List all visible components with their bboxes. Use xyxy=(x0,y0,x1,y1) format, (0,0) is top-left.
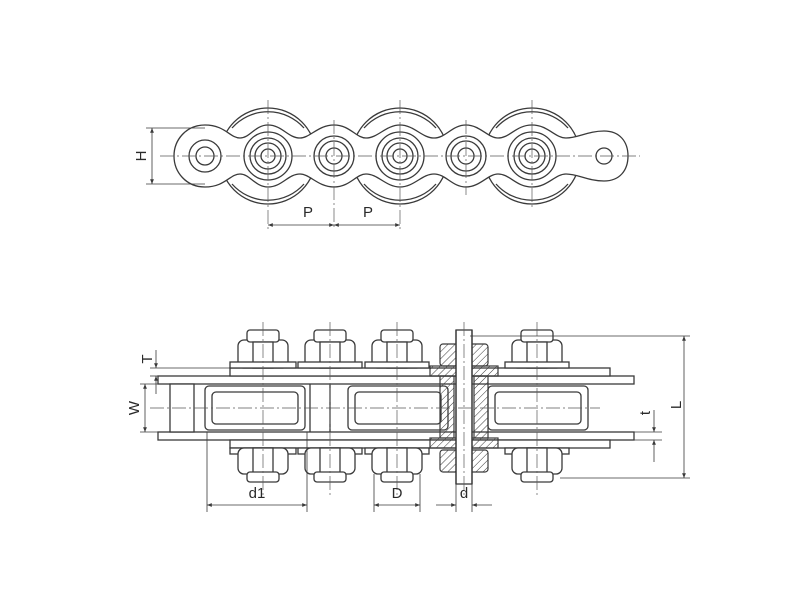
dimension-t: t xyxy=(600,410,662,462)
bottom-wheels xyxy=(229,447,570,483)
label-P-right: P xyxy=(363,204,373,221)
side-view: H P P xyxy=(133,100,640,230)
side-centerlines xyxy=(160,100,640,230)
plan-centerlines xyxy=(150,322,600,495)
plan-view: T W t L d1 xyxy=(126,322,690,512)
label-L: L xyxy=(668,401,685,409)
label-D: D xyxy=(392,485,403,502)
label-W: W xyxy=(126,400,143,415)
dimension-P: P P xyxy=(268,204,400,227)
dimension-D: D xyxy=(373,474,421,512)
label-t: t xyxy=(637,410,654,415)
dimension-d: d xyxy=(436,484,492,512)
label-P-left: P xyxy=(303,204,313,221)
dimension-d1: d1 xyxy=(206,432,308,512)
dimension-T: T xyxy=(139,350,230,394)
label-T: T xyxy=(139,354,156,363)
outer-plates xyxy=(157,367,635,449)
label-H: H xyxy=(133,151,150,162)
label-d: d xyxy=(460,485,468,502)
dimension-W: W xyxy=(126,383,170,433)
dimension-L: L xyxy=(470,335,690,479)
label-d1: d1 xyxy=(249,485,266,502)
dimension-H: H xyxy=(133,127,205,185)
